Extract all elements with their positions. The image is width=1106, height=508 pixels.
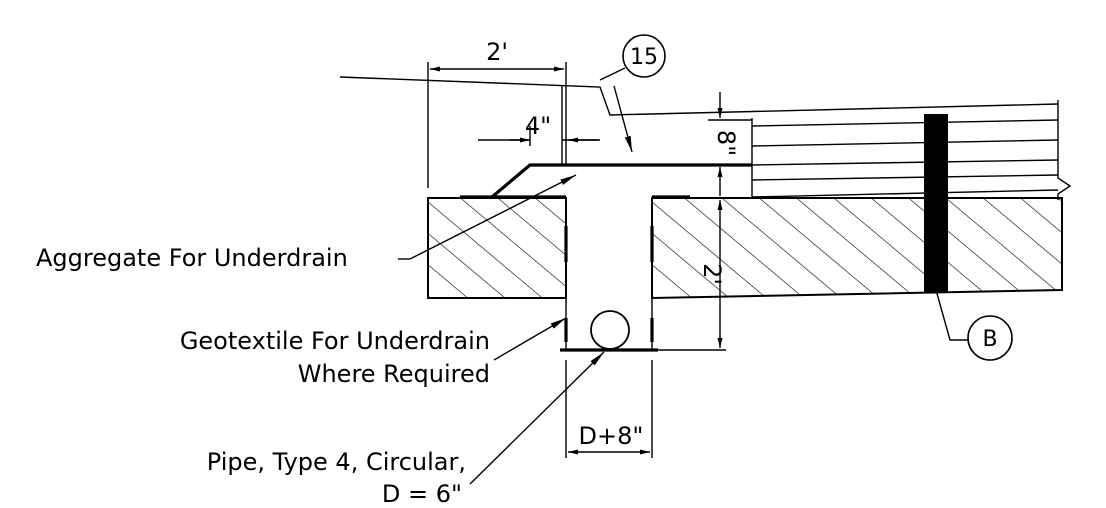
label-geotextile: Geotextile For Underdrain Where Required [180, 317, 567, 388]
label-pipe: Pipe, Type 4, Circular, D = 6" [207, 351, 605, 508]
callout-15-label: 15 [630, 45, 658, 70]
dim-base-depth: 8" [708, 92, 752, 196]
dim-trench-width: D+8" [565, 360, 653, 458]
dim-label-2ft-depth: 2' [698, 263, 726, 285]
callout-b-label: B [982, 327, 997, 352]
dim-offset: 4" [478, 112, 600, 146]
pipe-label-line2: D = 6" [382, 480, 462, 508]
dim-top-width: 2' [427, 38, 567, 188]
dim-label-4in: 4" [525, 112, 551, 140]
geotextile-label-line1: Geotextile For Underdrain [180, 327, 490, 355]
subgrade-soil [427, 197, 1063, 300]
callout-15: 15 [599, 34, 666, 153]
dim-trench-depth: 2' [652, 200, 726, 351]
pavement-layers [751, 100, 1072, 292]
dim-label-d-plus-8: D+8" [579, 422, 644, 450]
curb-marks [561, 86, 567, 165]
pipe-label-line1: Pipe, Type 4, Circular, [207, 448, 466, 476]
joint-b-strip [924, 114, 948, 292]
callout-b: B [935, 289, 1013, 361]
trench [460, 195, 690, 352]
label-aggregate: Aggregate For Underdrain [36, 174, 577, 272]
aggregate-label: Aggregate For Underdrain [36, 244, 348, 272]
pipe-icon [590, 310, 630, 350]
subgrade-left-block [427, 197, 567, 299]
geotextile-label-line2: Where Required [298, 360, 490, 388]
aggregate-base [339, 76, 1059, 199]
dim-label-8in: 8" [712, 130, 740, 156]
dim-label-2ft: 2' [486, 38, 508, 66]
